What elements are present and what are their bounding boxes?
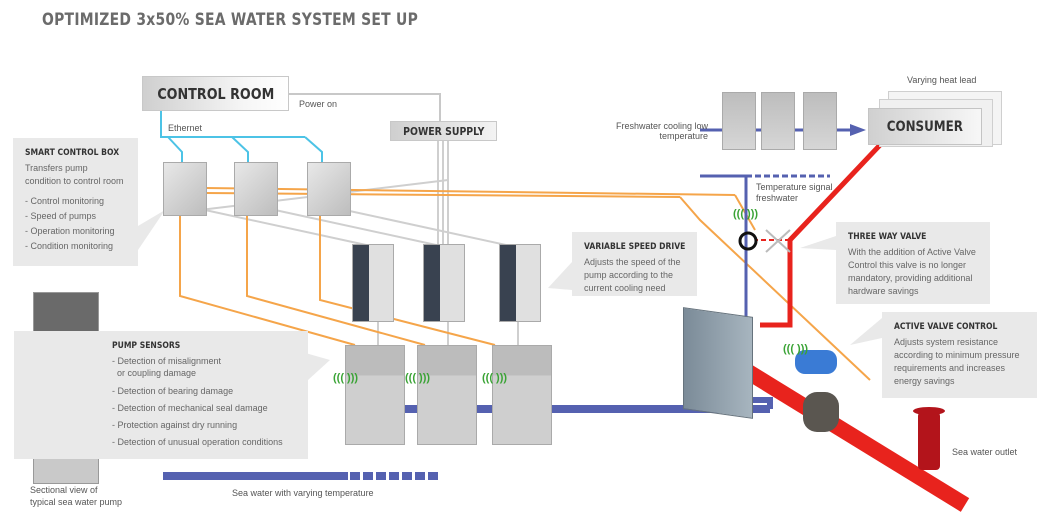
callout-text: With the addition of Active Valve Contro…: [848, 247, 976, 296]
sensor-signal-icon: ((( ))): [333, 372, 359, 384]
sea-water-pump-3: [492, 345, 552, 445]
control-box-1: [163, 162, 207, 216]
ethernet-line: [304, 136, 323, 165]
power-supply-box: POWER SUPPLY: [390, 121, 497, 141]
three-way-valve-callout: THREE WAY VALVE With the addition of Act…: [836, 222, 990, 304]
list-item: - Protection against dry running: [112, 420, 238, 430]
pump-sensors-callout: PUMP SENSORS - Detection of misalignment…: [14, 331, 308, 459]
consumer-label: CONSUMER: [886, 118, 964, 135]
power-line: [344, 209, 521, 249]
sea-water-header-pipe: [345, 405, 770, 413]
power-supply-label: POWER SUPPLY: [402, 124, 485, 138]
control-room-box: CONTROL ROOM: [142, 76, 289, 111]
butterfly-valve: [803, 392, 839, 432]
smart-control-box-callout: SMART CONTROL BOX Transfers pump conditi…: [13, 138, 138, 266]
list-item: - Condition monitoring: [25, 241, 114, 251]
gate-valve-handwheel: [913, 407, 945, 415]
list-item: - Detection of misalignment: [112, 356, 222, 366]
ethernet-line: [167, 136, 183, 165]
hot-water-outlet-pipe: [740, 363, 970, 512]
three-way-valve-icon: [738, 231, 758, 251]
callout-title: SMART CONTROL BOX: [25, 148, 120, 158]
temperature-signal-line1: Temperature signal: [756, 182, 833, 192]
signal-line: [319, 215, 496, 346]
temperature-signal-label: Temperature signal freshwater: [756, 182, 833, 204]
sea-water-header-pipe: [745, 397, 773, 409]
list-item: - Operation monitoring: [25, 226, 115, 236]
freshwater-cooling-line2: temperature: [659, 131, 708, 141]
freshwater-pipe: [700, 174, 748, 330]
hot-water-pipe: [760, 143, 882, 328]
list-item: - Speed of pumps: [25, 211, 97, 221]
power-line: [204, 209, 381, 249]
ethernet-line: [231, 136, 249, 165]
callout-title: VARIABLE SPEED DRIVE: [584, 242, 686, 252]
list-item: or coupling damage: [112, 368, 197, 378]
callout-pointer: [138, 210, 165, 250]
three-way-valve-cross: [765, 229, 791, 253]
callout-text: Adjusts system resistance according to m…: [894, 337, 1020, 386]
callout-pointer: [850, 318, 882, 345]
list-item: - Detection of unusual operation conditi…: [112, 437, 283, 447]
varying-heat-load-label: Varying heat lead: [907, 75, 977, 85]
sea-water-inlet-label: Sea water with varying temperature: [232, 488, 374, 498]
variable-speed-drive-3: [499, 244, 541, 322]
callout-text: Adjusts the speed of the pump according …: [584, 257, 681, 293]
power-on-label: Power on: [299, 99, 338, 109]
callout-title: PUMP SENSORS: [112, 341, 181, 351]
variable-speed-drive-2: [423, 244, 465, 322]
consumer-box: CONSUMER: [868, 108, 982, 145]
control-box-2: [234, 162, 278, 216]
active-valve-control-callout: ACTIVE VALVE CONTROL Adjusts system resi…: [882, 312, 1037, 398]
power-on-line: [287, 93, 441, 121]
callout-pointer: [800, 236, 836, 250]
control-box-3: [307, 162, 351, 216]
gate-valve: [918, 412, 940, 470]
signal-line: [204, 192, 681, 198]
signal-line: [204, 187, 736, 196]
sea-water-pump-1: [345, 345, 405, 445]
sea-water-inlet-pipe: [163, 472, 348, 480]
sea-water-outlet-label: Sea water outlet: [952, 447, 1018, 457]
flow-arrow: [850, 124, 866, 136]
freshwater-pump-2: [761, 92, 795, 150]
list-item: - Control monitoring: [25, 196, 105, 206]
ethernet-line: [160, 110, 305, 138]
signal-line: [679, 196, 871, 381]
sectional-view-line1: Sectional view of: [30, 485, 98, 495]
power-line: [274, 209, 451, 249]
heat-exchanger: [683, 307, 753, 419]
sensor-signal-icon: ((( ))): [405, 372, 431, 384]
temperature-signal-line2: freshwater: [756, 193, 799, 203]
signal-line: [246, 215, 426, 346]
variable-speed-drive-callout: VARIABLE SPEED DRIVE Adjusts the speed o…: [572, 232, 697, 296]
sea-water-pump-2: [417, 345, 477, 445]
callout-list: - Control monitoring - Speed of pumps - …: [25, 194, 126, 254]
sectional-view-line2: typical sea water pump: [30, 497, 123, 507]
callout-text: Transfers pump condition to control room: [25, 163, 124, 186]
freshwater-pump-3: [803, 92, 837, 150]
sensor-signal-icon: ((( ))): [482, 372, 508, 384]
freshwater-cooling-line1: Freshwater cooling low: [615, 121, 708, 131]
list-item: - Detection of mechanical seal damage: [112, 403, 268, 413]
list-item: - Detection of bearing damage: [112, 386, 234, 396]
ethernet-label: Ethernet: [168, 123, 203, 133]
valve-sensor-icon: ((( ))): [783, 343, 809, 355]
variable-speed-drive-1: [352, 244, 394, 322]
freshwater-pump-1: [722, 92, 756, 150]
sectional-view-label: Sectional view of typical sea water pump: [30, 484, 122, 508]
signal-line: [179, 215, 356, 346]
callout-title: ACTIVE VALVE CONTROL: [894, 322, 998, 332]
callout-title: THREE WAY VALVE: [848, 232, 927, 242]
control-room-label: CONTROL ROOM: [157, 84, 274, 103]
callout-list: - Detection of misalignment or coupling …: [112, 355, 296, 451]
callout-pointer: [548, 262, 572, 290]
active-valve-actuator: [795, 350, 837, 374]
temperature-sensor-icon: ((( ))): [733, 208, 759, 220]
page-title: OPTIMIZED 3x50% SEA WATER SYSTEM SET UP: [42, 10, 419, 30]
freshwater-cooling-label: Freshwater cooling low temperature: [611, 121, 708, 141]
